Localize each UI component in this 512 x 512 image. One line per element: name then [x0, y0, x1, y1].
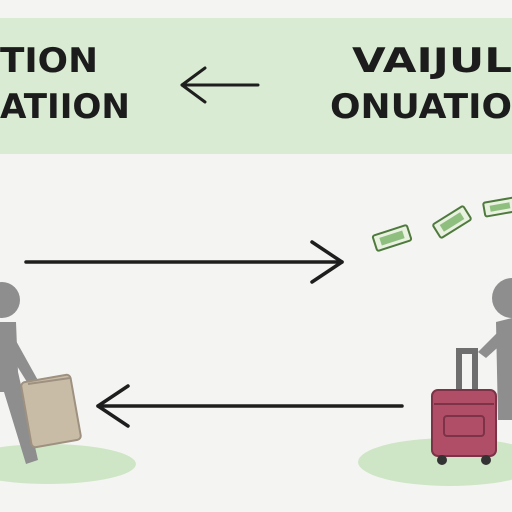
banner-left-line1: TION	[0, 41, 98, 81]
banner-arrow-left-icon	[180, 66, 260, 104]
banner-left-line2: ATIION	[0, 87, 130, 127]
top-banner: TION ATIION VAIJUL ONUATIO	[0, 18, 512, 154]
arrow-right-icon	[24, 240, 344, 284]
banner-right-line2: ONUATIO	[330, 87, 512, 127]
banknotes-icon	[371, 196, 512, 252]
person-with-suitcase-icon	[431, 278, 512, 465]
banner-right-line1: VAIJUL	[352, 41, 512, 81]
arrow-left-icon	[96, 384, 404, 428]
person-carrying-box-icon	[0, 282, 82, 464]
